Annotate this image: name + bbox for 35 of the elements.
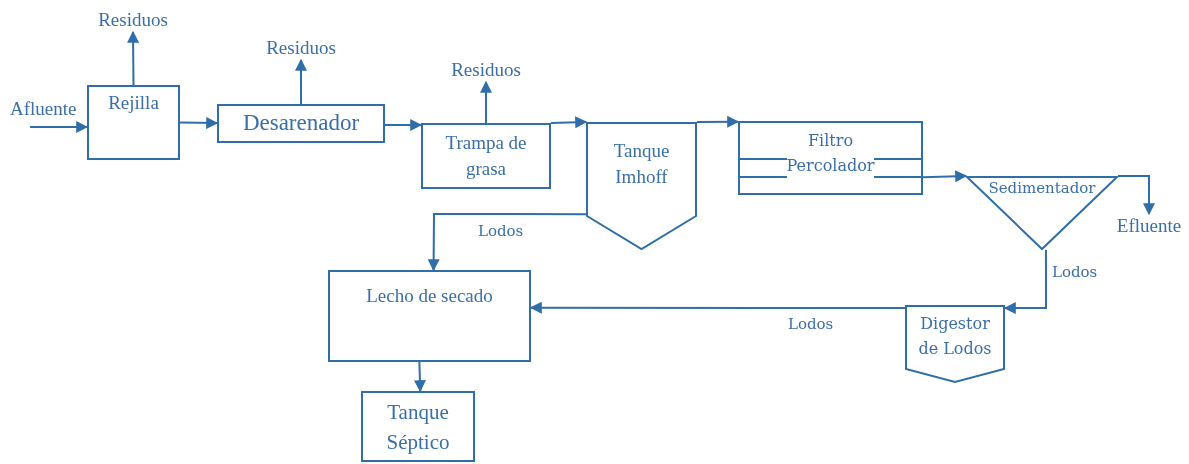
process-box (361, 391, 475, 462)
arrow (529, 301, 906, 314)
arrow (427, 213, 587, 272)
arrow (1117, 175, 1155, 216)
digester-shape (905, 305, 1005, 383)
arrow (480, 80, 492, 124)
arrow (179, 116, 219, 129)
arrow (1003, 249, 1047, 315)
node-label: Lecho de secado (366, 284, 493, 308)
output-label: Residuos (266, 35, 336, 60)
arrow (127, 30, 140, 86)
settler-triangle (966, 176, 1118, 250)
arrow (413, 361, 426, 393)
arrow (550, 116, 588, 129)
output-label: Residuos (98, 7, 168, 32)
filter-box (738, 121, 923, 195)
process-box (217, 104, 385, 143)
node-label: Trampa de grasa (444, 131, 528, 181)
node-label: Tanque Séptico (385, 398, 451, 456)
arrow (295, 58, 307, 105)
arrow (29, 121, 89, 133)
process-box (421, 123, 551, 189)
output-label: Efluente (1116, 213, 1182, 238)
node-label: Tanque Imhoff (612, 139, 671, 189)
node-label: Digestor de Lodos (917, 313, 993, 360)
node-label: Sedimentador (988, 178, 1096, 199)
arrow (696, 115, 740, 128)
process-box (328, 270, 531, 362)
output-label: Residuos (451, 57, 521, 82)
node-label: Desarenador (242, 109, 360, 138)
process-box (87, 85, 180, 160)
node-label: Rejilla (108, 91, 159, 115)
arrow (922, 170, 968, 183)
tank-shape (586, 122, 697, 250)
arrow (384, 119, 423, 131)
